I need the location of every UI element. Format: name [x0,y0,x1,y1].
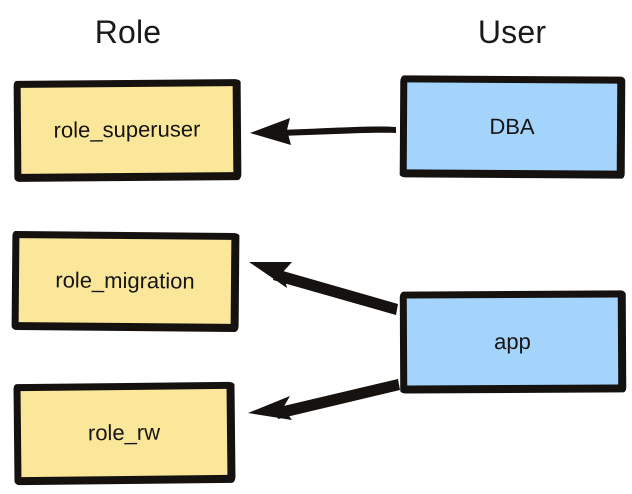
node-app[interactable]: app [399,290,627,394]
node-label: role_superuser [53,116,201,143]
arrow-dba-to-role-superuser [250,118,396,145]
column-heading-user: User [477,14,547,50]
node-role-superuser[interactable]: role_superuser [13,79,242,182]
arrow-app-to-role-rw [248,379,400,420]
node-label: DBA [489,113,535,139]
node-role-migration[interactable]: role_migration [11,231,240,332]
node-role-rw[interactable]: role_rw [13,381,236,486]
node-dba[interactable]: DBA [399,75,626,179]
arrow-app-to-role-migration [249,262,398,315]
node-label: app [494,328,531,354]
node-label: role_migration [55,267,195,294]
node-label: role_rw [87,419,161,446]
column-heading-role: Role [94,14,162,50]
